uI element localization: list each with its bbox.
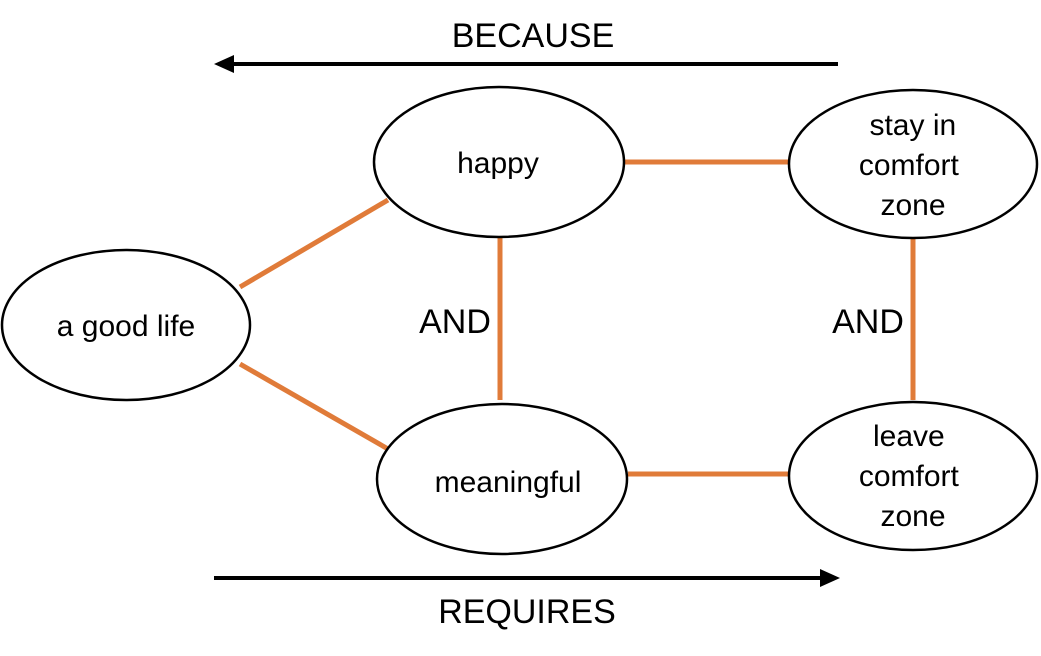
connector-goodlife-meaningful [238, 361, 390, 452]
node-happy-ellipse [372, 85, 626, 239]
node-stay-line-3: zone [880, 189, 945, 222]
because-label: BECAUSE [452, 17, 615, 55]
node-stay-in-comfort-zone-ellipse [787, 88, 1039, 240]
node-leave-line-1: leave [873, 420, 945, 453]
requires-label: REQUIRES [438, 593, 616, 631]
node-happy-label: happy [457, 147, 539, 180]
node-leave-comfort-zone-label: leave comfort zone [859, 420, 967, 533]
node-good-life-ellipse [0, 248, 252, 402]
node-meaningful-label: meaningful [435, 466, 582, 499]
because-arrow [214, 55, 838, 73]
node-stay-in-comfort-zone-label: stay in comfort zone [859, 109, 967, 222]
requires-arrow [214, 569, 840, 587]
node-stay-line-1: stay in [869, 109, 956, 142]
node-meaningful-ellipse [375, 402, 629, 556]
node-leave-line-2: comfort [859, 460, 960, 493]
node-stay-line-2: comfort [859, 149, 960, 182]
node-leave-comfort-zone-ellipse [787, 400, 1039, 552]
node-good-life: a good life [0, 248, 252, 402]
because-arrowhead [214, 55, 234, 73]
node-leave-comfort-zone: leave comfort zone [787, 400, 1039, 552]
requires-arrowhead [820, 569, 840, 587]
and-label-left: AND [419, 303, 491, 341]
node-stay-in-comfort-zone: stay in comfort zone [787, 88, 1039, 240]
node-good-life-label: a good life [57, 310, 195, 343]
and-label-right: AND [832, 303, 904, 341]
node-happy: happy [372, 85, 626, 239]
connector-goodlife-happy [238, 197, 390, 290]
node-leave-line-3: zone [880, 500, 945, 533]
node-meaningful: meaningful [375, 402, 629, 556]
